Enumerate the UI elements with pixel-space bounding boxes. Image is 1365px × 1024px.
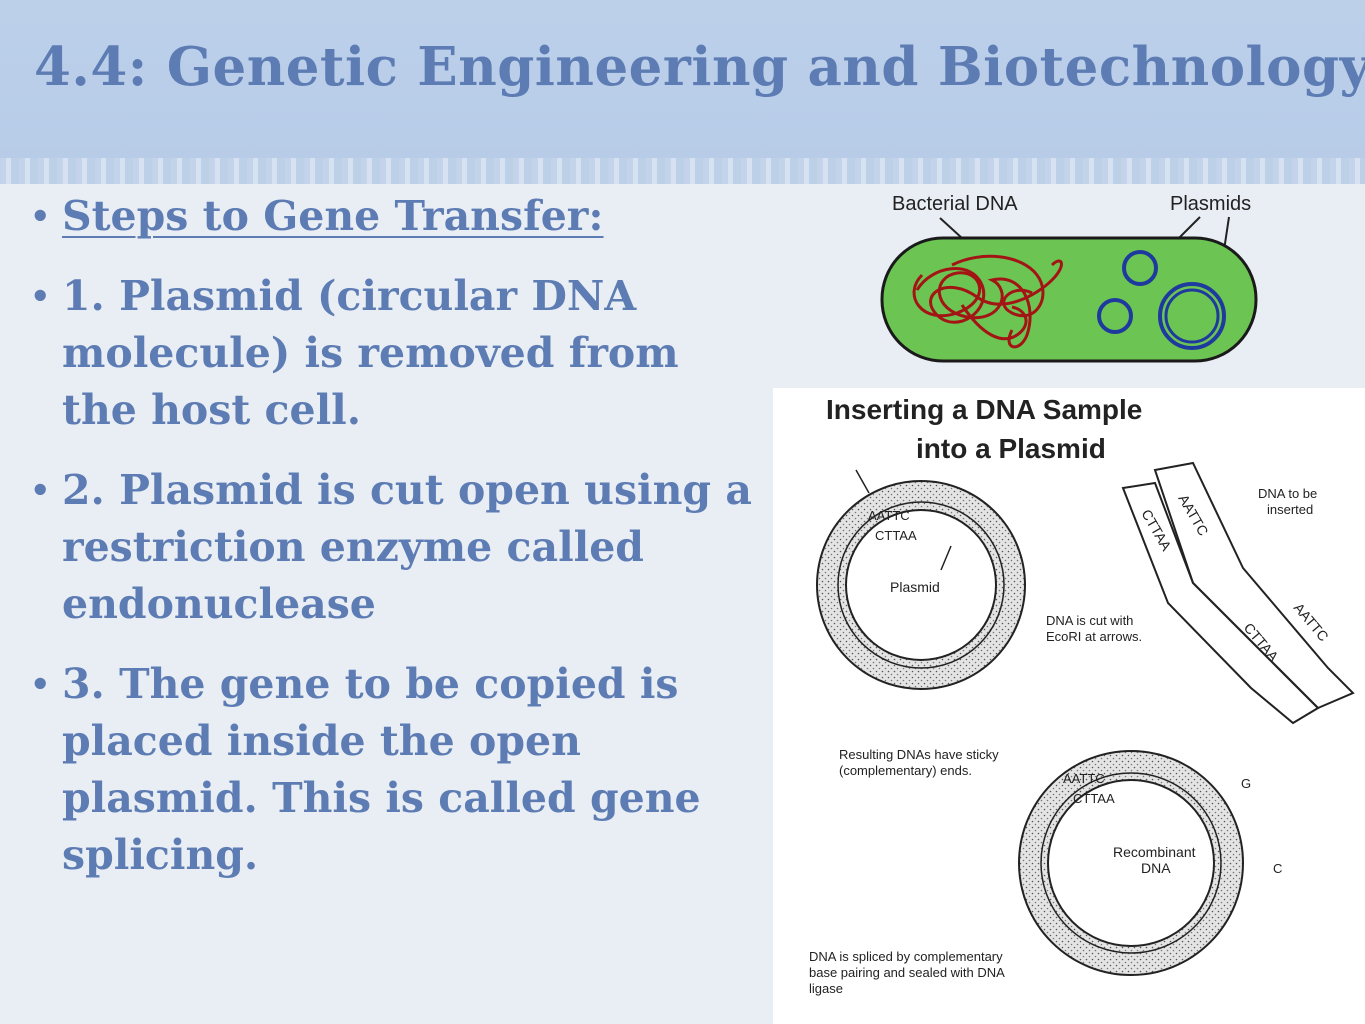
label-bacterial-dna: Bacterial DNA [892,193,1018,215]
dna-fragment-strip [1121,461,1355,725]
plasmid-large-inner [1164,288,1220,344]
recombinant-base-g: G [1241,776,1251,791]
label-dna-to-insert-line-1: DNA to be [1258,486,1317,501]
bullet-list: Steps to Gene Transfer: 1. Plasmid (circ… [30,188,765,907]
label-spliced-line-1: DNA is spliced by complementary [809,949,1003,964]
bacteria-diagram: Bacterial DNA Plasmids [880,193,1258,363]
recombinant-seq-bottom: CTTAA [1073,791,1115,806]
label-recombinant-line-2: DNA [1141,860,1171,876]
bacterial-cell [880,236,1258,363]
title-bar [0,0,1365,172]
fragment-seq-top-2: AATTC [1291,600,1332,645]
title-bar-edge [0,158,1365,184]
bullet-heading-text: Steps to Gene Transfer: [62,192,604,240]
bullet-step-3: 3. The gene to be copied is placed insid… [30,656,765,884]
label-spliced-line-2: base pairing and sealed with DNA [809,965,1005,980]
bullet-heading: Steps to Gene Transfer: [30,188,765,245]
label-sticky-line-1: Resulting DNAs have sticky [839,747,999,762]
fragment-seq-bottom-2: CTTAA [1241,620,1283,665]
plasmid-large [1158,282,1226,350]
plasmid-seq-bottom: CTTAA [875,528,917,543]
label-recombinant-line-1: Recombinant [1113,844,1196,860]
plasmid-small [1097,298,1133,334]
figure-title-line-2: into a Plasmid [916,433,1106,464]
plasmid-small [1122,250,1158,286]
plasmid-seq-top: AATTC [868,508,910,523]
bullet-step-2: 2. Plasmid is cut open using a restricti… [30,462,765,633]
recombinant-seq-top: AATTC [1063,771,1105,786]
arrow-pointer [940,545,952,571]
arrow-pointer [855,469,870,494]
recombinant-ring [1018,750,1244,976]
bacterial-dna-loops [912,254,1063,349]
bullet-step-1: 1. Plasmid (circular DNA molecule) is re… [30,268,765,439]
recombinant-base-c: C [1273,861,1282,876]
label-plasmids: Plasmids [1170,193,1251,215]
label-cut-line-2: EcoRI at arrows. [1046,629,1142,644]
plasmid-ring [816,480,1026,690]
fragment-seq-top: AATTC [1175,492,1211,539]
label-sticky-line-2: (complementary) ends. [839,763,972,778]
label-dna-to-insert-line-2: inserted [1267,502,1313,517]
label-plasmid: Plasmid [890,579,940,595]
slide-title: 4.4: Genetic Engineering and Biotechnolo… [34,36,1365,98]
figure-title-line-1: Inserting a DNA Sample [826,394,1142,425]
plasmid-insertion-diagram: Inserting a DNA Sample into a Plasmid Pl… [773,388,1365,1024]
label-spliced-line-3: ligase [809,981,843,996]
label-cut-line-1: DNA is cut with [1046,613,1133,628]
